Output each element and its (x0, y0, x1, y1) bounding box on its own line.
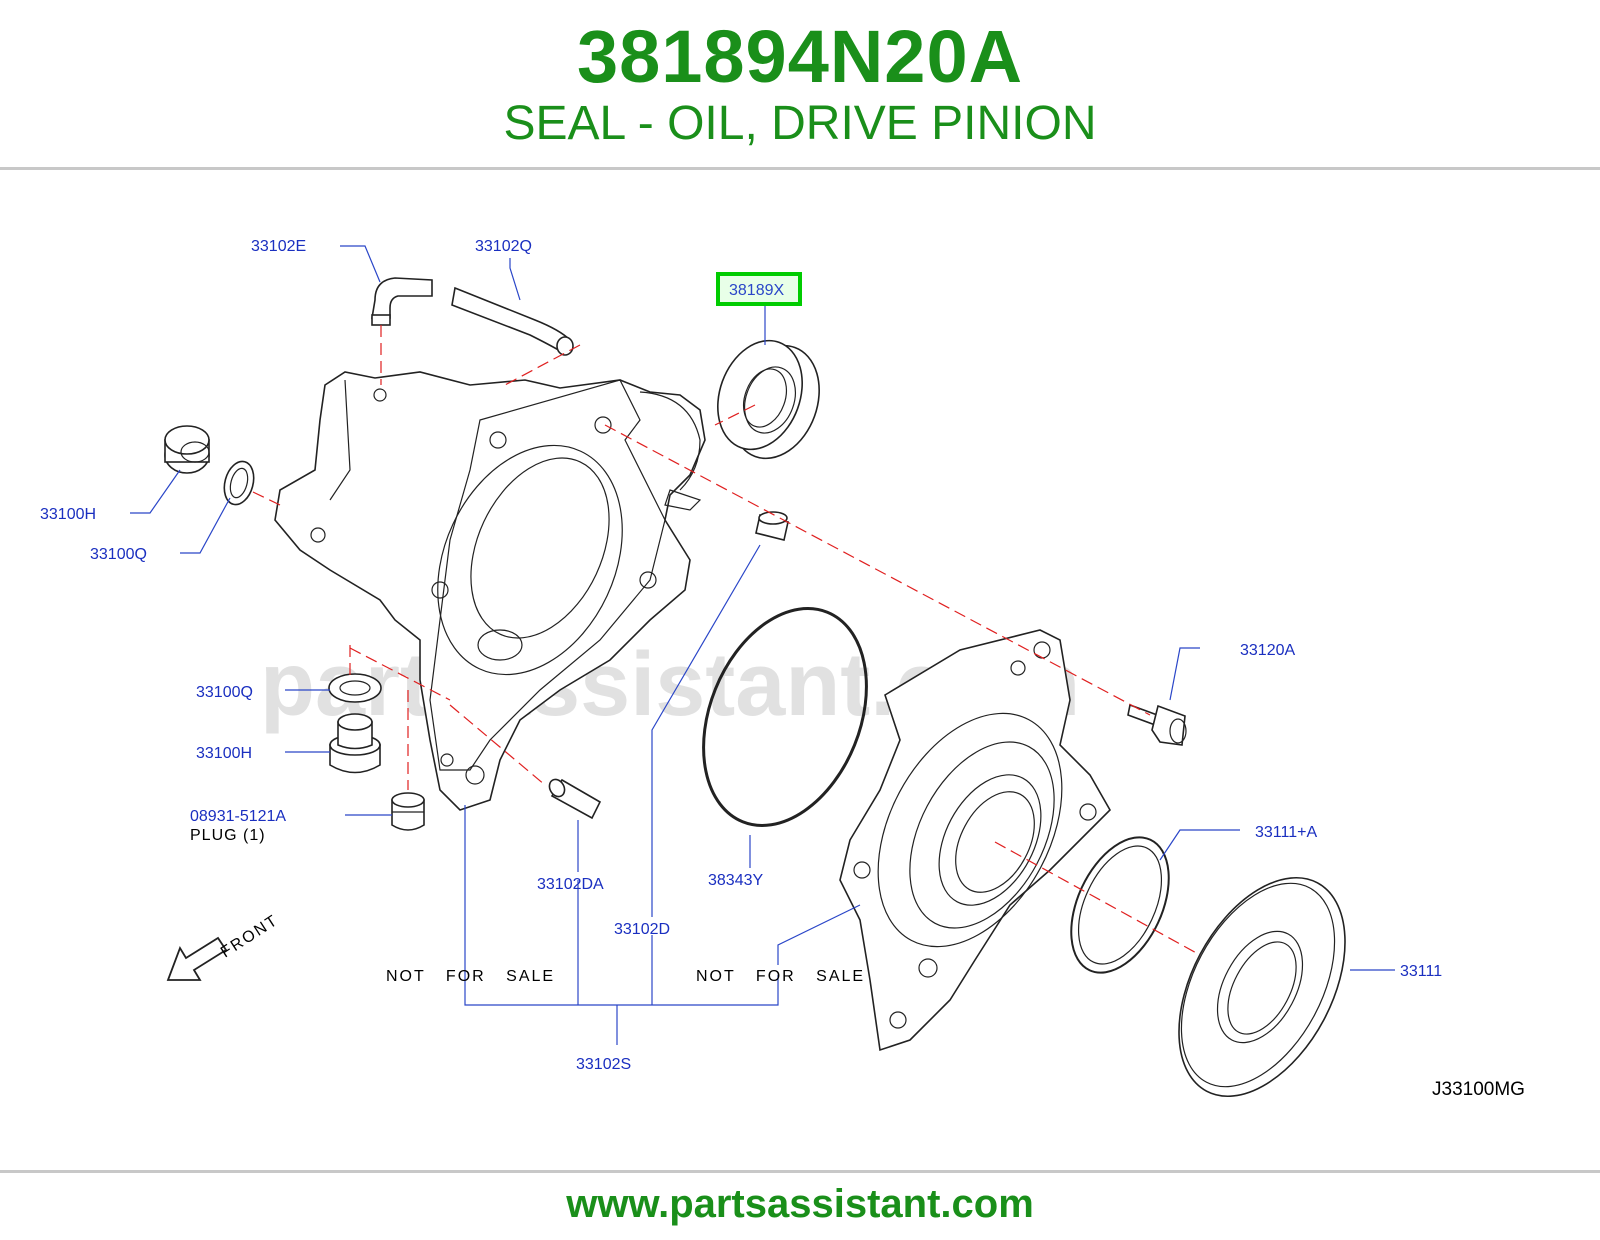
label-33102DA: 33102DA (537, 876, 604, 893)
plug-08931-5121A (391, 792, 425, 831)
label-front: FRONT (218, 912, 282, 962)
label-38189X[interactable]: 38189X (729, 282, 784, 299)
part-description: SEAL - OIL, DRIVE PINION (503, 97, 1097, 150)
label-33111A: 33111+A (1255, 824, 1317, 841)
label-33102S: 33102S (576, 1056, 631, 1073)
label-33120A: 33120A (1240, 642, 1295, 659)
footer-url[interactable]: www.partsassistant.com (566, 1182, 1034, 1226)
label-not-for-sale-1: NOT FOR SALE (386, 968, 555, 985)
header-divider (0, 167, 1600, 170)
label-33100H-top: 33100H (40, 506, 96, 523)
dowel-pin-33102D (755, 511, 789, 541)
oil-seal-38189X (717, 339, 820, 460)
breather-hose-33102Q (451, 286, 574, 356)
parts-diagram: partsassistant.com (40, 238, 1525, 1100)
label-33100Q-top: 33100Q (90, 546, 147, 563)
o-ring-38343Y (702, 607, 868, 827)
washer-top-33100Q (223, 460, 255, 506)
label-08931-5121A: 08931-5121A (190, 808, 286, 825)
label-plug: PLUG (1) (190, 827, 266, 844)
bolt-33120A (1127, 703, 1187, 746)
washer-mid-33100Q (328, 673, 382, 703)
label-33102D: 33102D (614, 921, 670, 938)
footer-divider (0, 1170, 1600, 1173)
part-number-title: 381894N20A (576, 15, 1024, 98)
drain-plug-top-33100H (164, 425, 210, 474)
label-33100Q-mid: 33100Q (196, 684, 253, 701)
transfer-case-housing (274, 371, 706, 811)
seal-33111A (1070, 836, 1170, 974)
seal-33111 (1178, 876, 1346, 1098)
label-diagram-ref: J33100MG (1432, 1079, 1525, 1100)
rear-cover-housing (839, 629, 1111, 1052)
label-38343Y: 38343Y (708, 872, 763, 889)
plug-mid-33100H (329, 713, 381, 774)
assembly-dash-lines (252, 325, 1201, 956)
label-33102E: 33102E (251, 238, 306, 255)
label-33100H-mid: 33100H (196, 745, 252, 762)
leader-lines (130, 245, 1395, 1045)
label-33102Q: 33102Q (475, 238, 532, 255)
label-not-for-sale-2: NOT FOR SALE (696, 968, 865, 985)
breather-connector-33102E (371, 277, 433, 326)
dowel-pin-33102DA (548, 778, 602, 820)
highlight-box-38189X (716, 272, 802, 306)
front-arrow-icon (166, 936, 228, 981)
label-33111: 33111 (1400, 963, 1442, 980)
